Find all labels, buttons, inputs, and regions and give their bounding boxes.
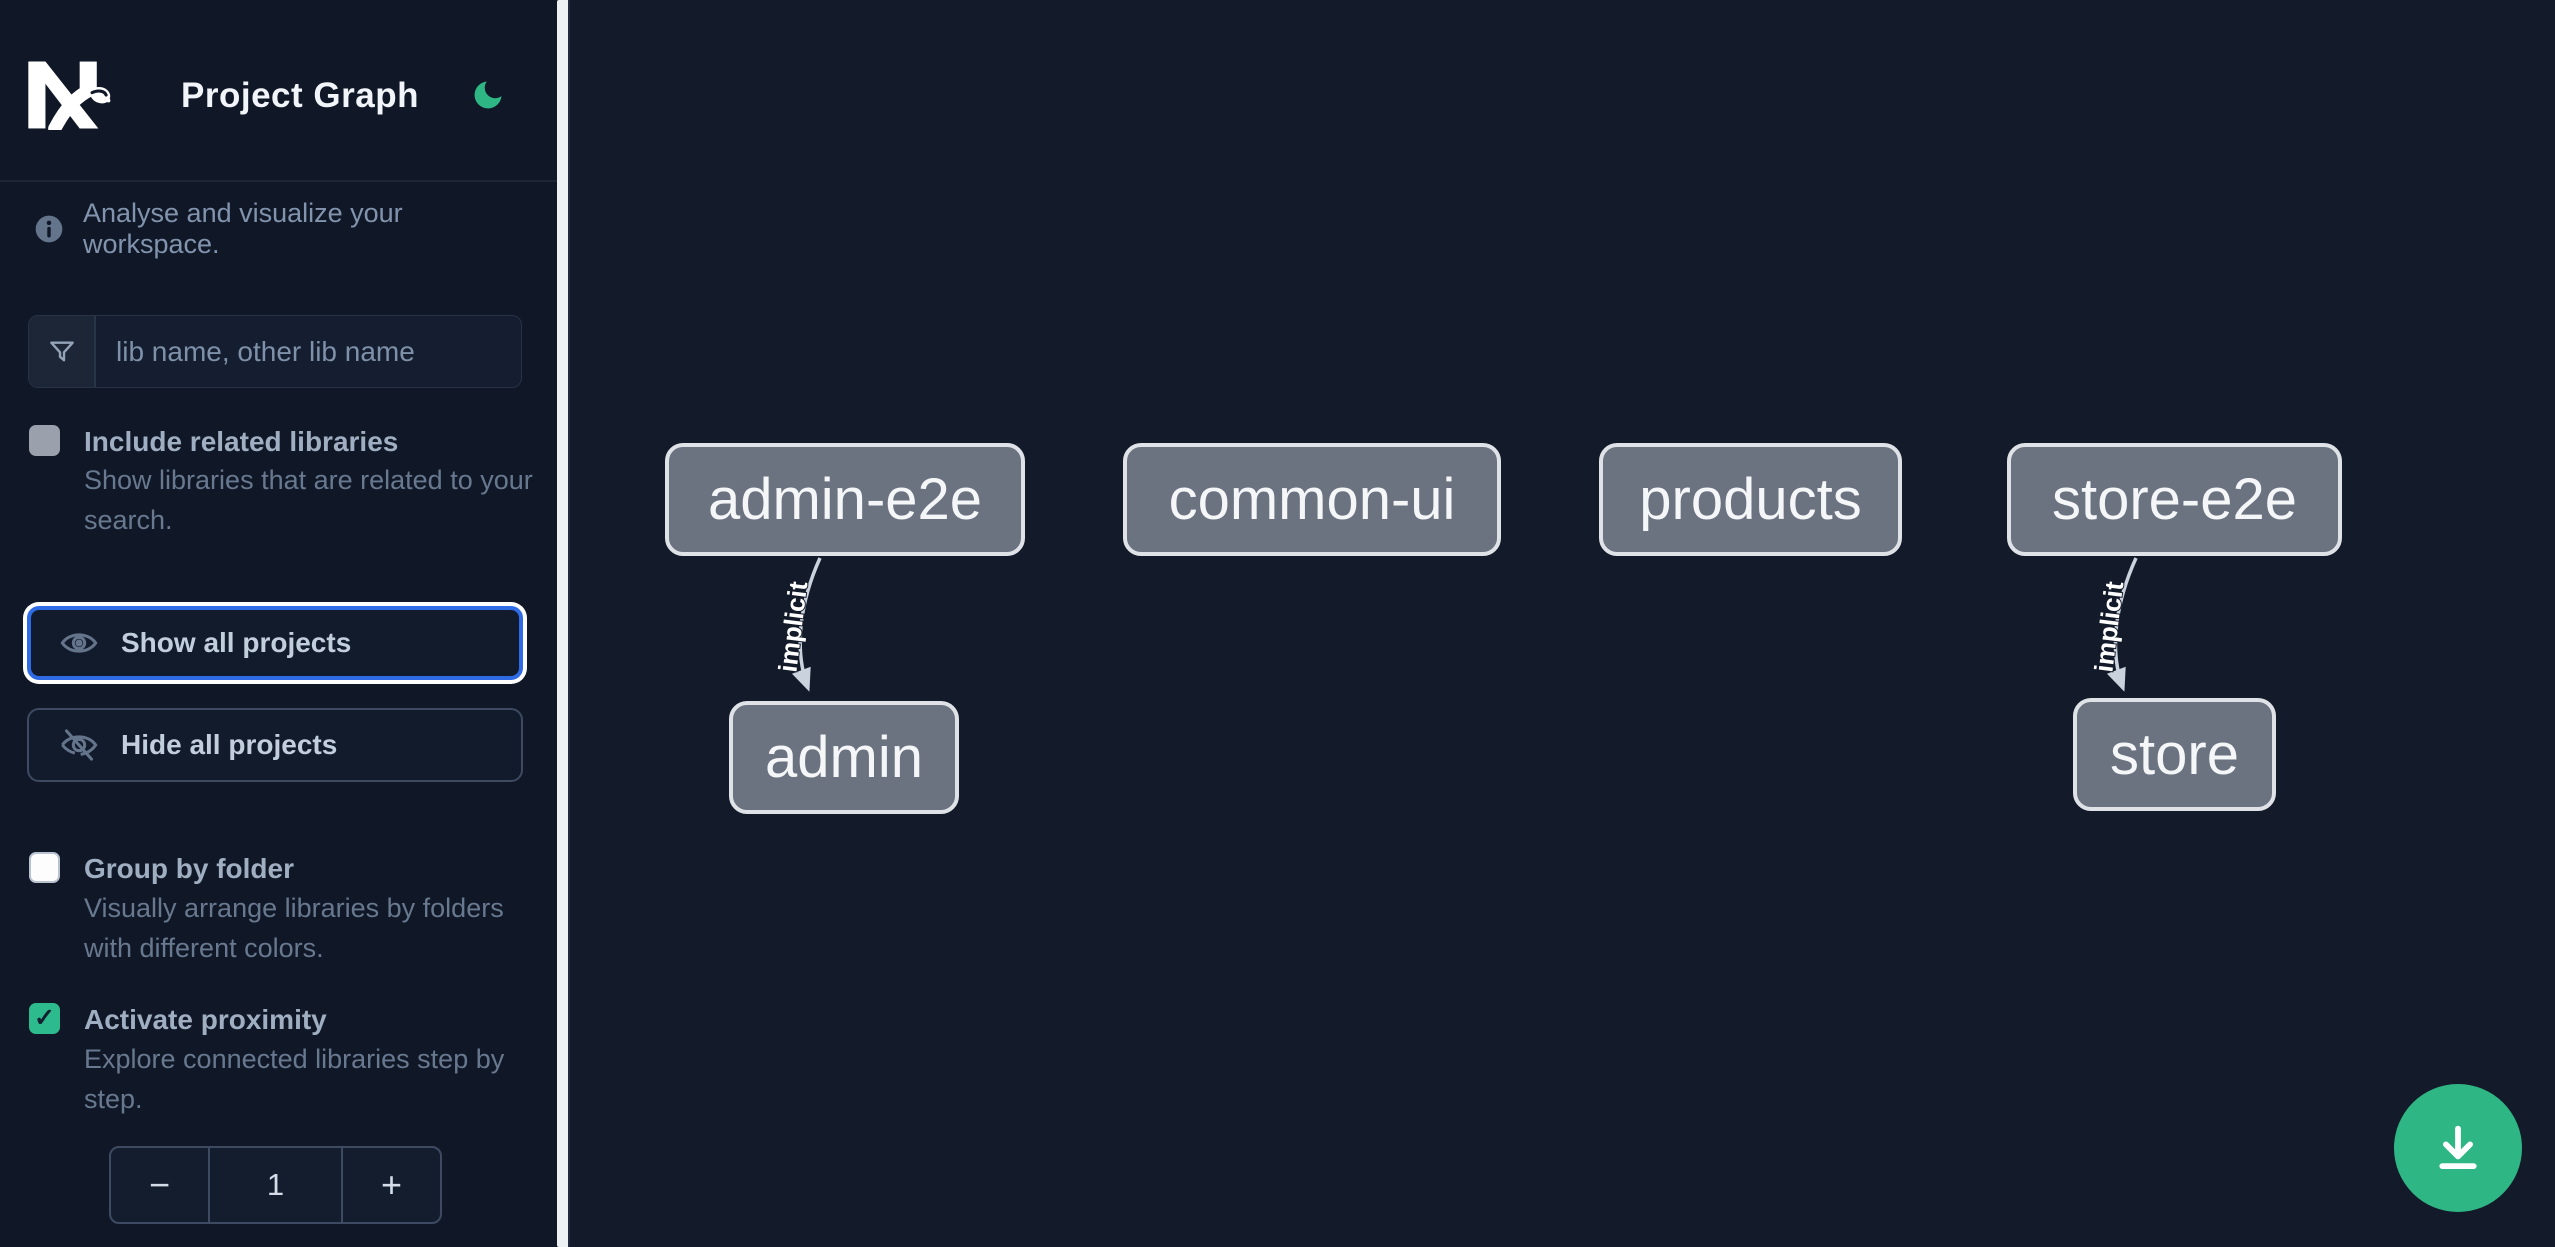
tagline-text: Analyse and visualize your workspace. <box>83 198 403 259</box>
moon-icon[interactable] <box>470 77 506 113</box>
eye-off-icon <box>61 729 98 761</box>
graph-node-common-ui[interactable]: common-ui <box>1123 443 1501 556</box>
header-divider <box>0 180 558 182</box>
increment-button[interactable]: + <box>343 1148 440 1222</box>
checkbox-group-by-folder-description: Visually arrange libraries by folders wi… <box>84 893 504 963</box>
search-box <box>28 315 522 388</box>
hide-all-projects-label: Hide all projects <box>121 729 338 760</box>
proximity-depth-value: 1 <box>208 1148 343 1222</box>
show-all-projects-label: Show all projects <box>121 627 352 658</box>
info-icon <box>35 215 63 243</box>
nx-logo <box>28 61 111 130</box>
download-icon <box>2439 1125 2477 1170</box>
proximity-depth-stepper: − 1 + <box>109 1146 442 1224</box>
hide-all-projects-button[interactable]: Hide all projects <box>27 708 523 782</box>
sidebar: Project Graph Analyse and visualize your… <box>0 0 558 1247</box>
graph-node-admin-e2e[interactable]: admin-e2e <box>665 443 1025 556</box>
check-icon: ✓ <box>34 1004 55 1032</box>
checkbox-include-related-description: Show libraries that are related to your … <box>84 465 533 535</box>
checkbox-activate-proximity-label: Activate proximity <box>84 1004 327 1035</box>
page-title: Project Graph <box>181 76 419 115</box>
checkbox-group-by-folder[interactable] <box>29 852 60 883</box>
graph-node-store[interactable]: store <box>2073 698 2276 811</box>
tagline-row: Analyse and visualize your workspace. <box>33 198 533 260</box>
panel-resize-handle[interactable] <box>557 0 570 1247</box>
checkbox-include-related-libraries[interactable] <box>29 425 60 456</box>
graph-node-admin[interactable]: admin <box>729 701 959 814</box>
search-input[interactable] <box>96 316 521 387</box>
filter-funnel-icon <box>29 316 96 387</box>
show-all-projects-button[interactable]: Show all projects <box>27 606 523 680</box>
graph-canvas[interactable] <box>572 0 2555 1247</box>
checkbox-activate-proximity-description: Explore connected libraries step by step… <box>84 1044 505 1114</box>
checkbox-include-related-label: Include related libraries <box>84 426 399 457</box>
checkbox-activate-proximity[interactable]: ✓ <box>29 1003 60 1034</box>
decrement-button[interactable]: − <box>111 1148 208 1222</box>
graph-node-store-e2e[interactable]: store-e2e <box>2007 443 2342 556</box>
graph-node-products[interactable]: products <box>1599 443 1902 556</box>
download-button[interactable] <box>2394 1084 2522 1212</box>
checkbox-group-by-folder-label: Group by folder <box>84 853 294 884</box>
eye-icon <box>60 633 98 653</box>
